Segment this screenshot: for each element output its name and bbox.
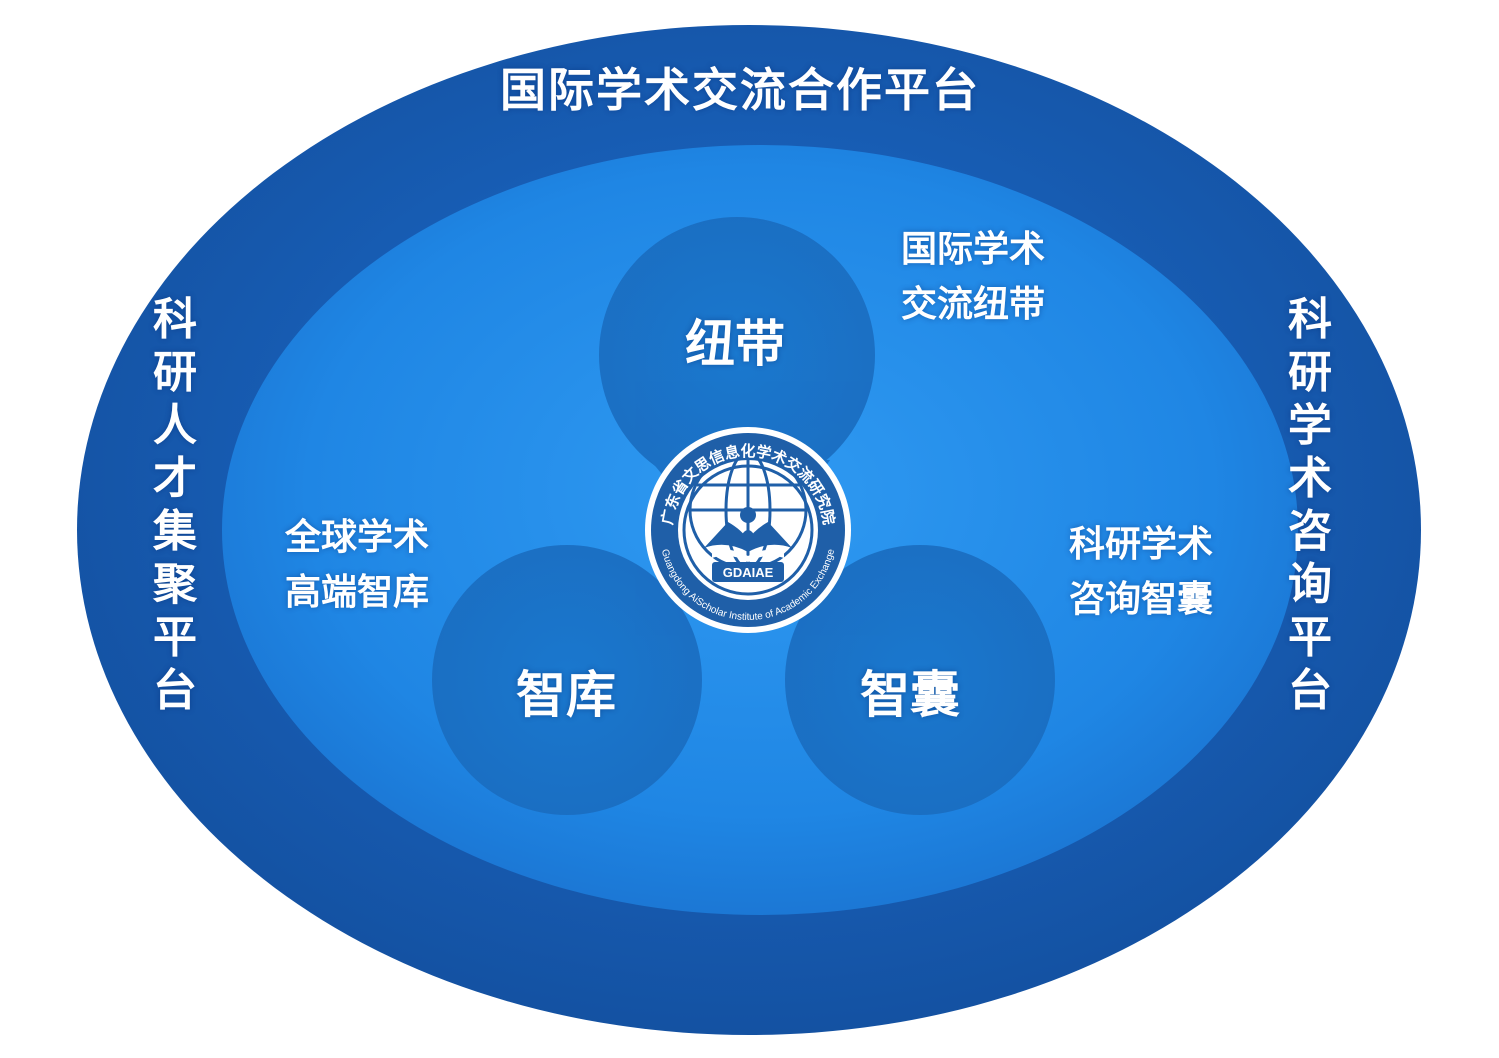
institute-logo: GDAIAE 广东省文思信息化学术交流研究院 Guangdong AiSchol… [645,427,851,633]
petal-top-label: 纽带 [685,315,785,373]
pillar-top-line1: 国际学术 [900,229,1045,270]
petal-left-shape [432,545,702,815]
petal-top-shape [599,217,875,493]
right-platform-label: 科研学术咨询平台 [1288,294,1332,716]
outer-platform-title: 国际学术交流合作平台 [500,63,980,117]
logo-abbr: GDAIAE [723,565,774,580]
pillar-right-description: 科研学术 咨询智囊 [1046,517,1236,627]
pillar-left-description: 全球学术 高端智库 [262,510,452,620]
pillar-top-line2: 交流纽带 [900,284,1045,325]
pillar-right-line2: 咨询智囊 [1068,579,1213,620]
petal-right-shape [785,545,1055,815]
pillar-left-line1: 全球学术 [284,517,429,558]
pillar-top-description: 国际学术 交流纽带 [878,222,1068,332]
left-platform-label: 科研人才集聚平台 [153,294,197,716]
pillar-left-line2: 高端智库 [284,572,429,613]
petal-right-label: 智囊 [860,666,960,724]
petal-left-label: 智库 [516,666,616,724]
pillar-right-line1: 科研学术 [1068,524,1213,565]
